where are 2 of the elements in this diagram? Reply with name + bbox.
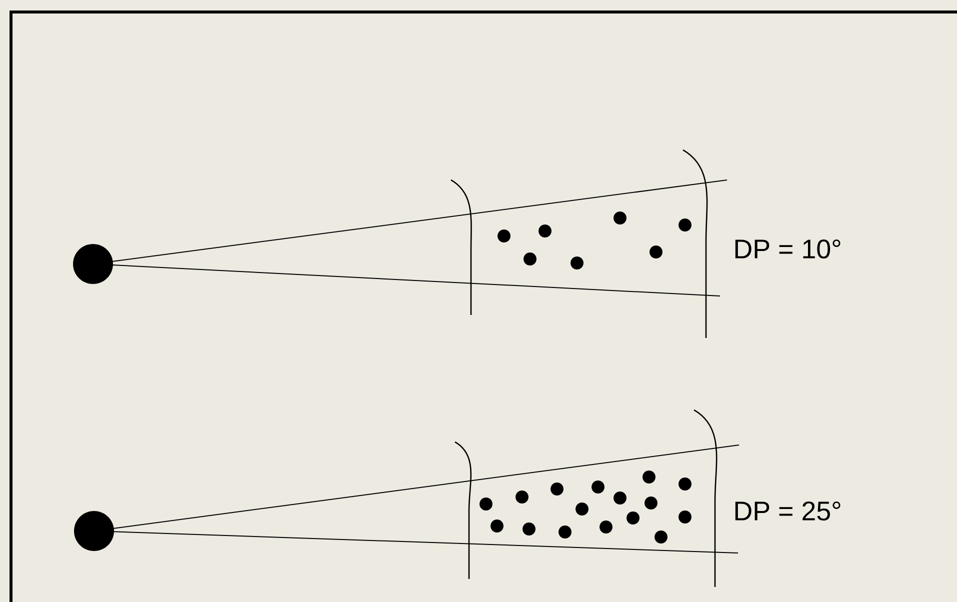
angle-label: DP = 25° [735,501,840,521]
angle-label: DP = 10° [735,239,840,259]
